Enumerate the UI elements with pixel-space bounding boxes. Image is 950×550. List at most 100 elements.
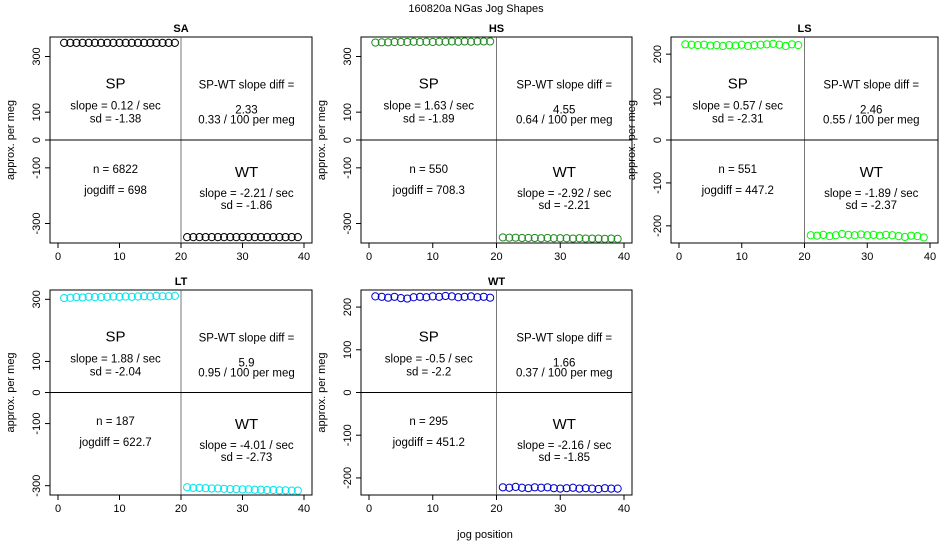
data-point <box>409 293 418 302</box>
n-count: n = 187 <box>96 416 135 428</box>
y-tick-label: -300 <box>31 212 43 234</box>
data-point <box>466 292 476 301</box>
data-point <box>850 231 859 240</box>
data-point <box>164 38 173 47</box>
data-point <box>863 231 872 240</box>
data-point <box>195 233 204 242</box>
data-point <box>543 233 552 243</box>
data-point <box>756 40 765 49</box>
slope-diff-value: 4.55 <box>553 105 575 117</box>
data-point <box>517 483 527 492</box>
sp-slope: slope = 0.12 / sec <box>70 101 161 113</box>
data-point <box>146 292 155 301</box>
x-tick-label: 30 <box>554 251 566 263</box>
data-point <box>377 38 386 47</box>
slope-diff-label: SP-WT slope diff = <box>199 332 295 344</box>
data-point <box>524 484 533 493</box>
data-point <box>888 231 897 240</box>
panel-title: SA <box>173 23 188 35</box>
data-point <box>435 37 444 46</box>
data-point <box>568 483 578 492</box>
slope-diff-label: SP-WT slope diff = <box>823 80 919 92</box>
data-point <box>543 483 552 492</box>
data-point <box>377 292 386 301</box>
data-point <box>109 38 118 47</box>
figure-xlabel: jog position <box>456 529 513 541</box>
wt-sd: sd = -2.37 <box>846 200 897 212</box>
panel-title: LT <box>175 276 188 288</box>
data-point <box>562 234 571 243</box>
data-point <box>581 484 590 493</box>
data-point <box>72 293 81 302</box>
data-point <box>594 234 603 243</box>
sp-sd: sd = -2.31 <box>712 114 763 126</box>
data-point <box>454 293 463 302</box>
slope-diff-rate: 0.95 / 100 per meg <box>198 367 295 379</box>
data-point <box>275 486 284 495</box>
data-point <box>441 291 450 301</box>
data-point <box>600 484 609 493</box>
data-point <box>537 234 546 243</box>
data-point <box>158 292 167 301</box>
data-point <box>396 294 405 303</box>
data-point <box>919 233 928 242</box>
x-tick-label: 0 <box>676 251 682 263</box>
data-point <box>293 233 302 242</box>
x-tick-label: 0 <box>55 251 61 263</box>
data-point <box>201 484 210 493</box>
sp-slope: slope = 0.57 / sec <box>693 101 784 113</box>
sp-label: SP <box>105 76 125 93</box>
data-point <box>250 233 259 242</box>
data-point <box>256 485 266 494</box>
data-point <box>96 293 106 302</box>
data-point <box>415 37 425 47</box>
data-point <box>371 38 380 47</box>
y-tick-label: 100 <box>342 341 354 359</box>
data-point <box>511 233 520 242</box>
data-point <box>287 233 296 242</box>
y-tick-label: 0 <box>342 389 354 395</box>
data-point <box>486 293 495 302</box>
y-tick-label: -200 <box>652 215 664 237</box>
data-point <box>409 37 418 46</box>
data-point <box>66 38 75 47</box>
panel-title: WT <box>488 276 505 288</box>
data-point <box>60 38 69 47</box>
data-point <box>466 37 476 46</box>
data-point <box>856 230 866 239</box>
y-tick-label: -100 <box>652 172 664 194</box>
data-point <box>511 482 520 491</box>
data-point <box>275 233 284 242</box>
data-point <box>403 37 412 47</box>
slope-diff-value: 1.66 <box>553 357 575 369</box>
data-point <box>250 485 259 494</box>
n-count: n = 551 <box>718 164 757 176</box>
wt-label: WT <box>553 164 576 181</box>
data-point <box>505 483 514 492</box>
data-point <box>524 233 533 243</box>
data-point <box>201 233 210 242</box>
data-point <box>422 37 431 46</box>
wt-sd: sd = -1.86 <box>221 200 272 212</box>
x-tick-label: 10 <box>736 251 748 263</box>
y-tick-label: 0 <box>342 137 354 143</box>
data-point <box>718 41 728 51</box>
slope-diff-label: SP-WT slope diff = <box>199 80 295 92</box>
data-point <box>762 40 771 49</box>
data-point <box>613 234 622 243</box>
data-point <box>881 230 891 239</box>
data-point <box>146 38 155 47</box>
data-point <box>415 292 425 301</box>
data-point <box>109 292 118 301</box>
data-point <box>819 230 828 239</box>
y-tick-label: -200 <box>342 467 354 489</box>
sp-label: SP <box>419 76 439 93</box>
data-point <box>213 233 222 242</box>
data-point <box>781 41 790 51</box>
y-tick-label: 300 <box>342 47 354 65</box>
data-point <box>600 234 609 243</box>
y-axis-label: approx. per meg <box>626 100 638 180</box>
data-point <box>556 234 565 243</box>
data-point <box>219 484 229 493</box>
panel-title: LS <box>797 23 811 35</box>
